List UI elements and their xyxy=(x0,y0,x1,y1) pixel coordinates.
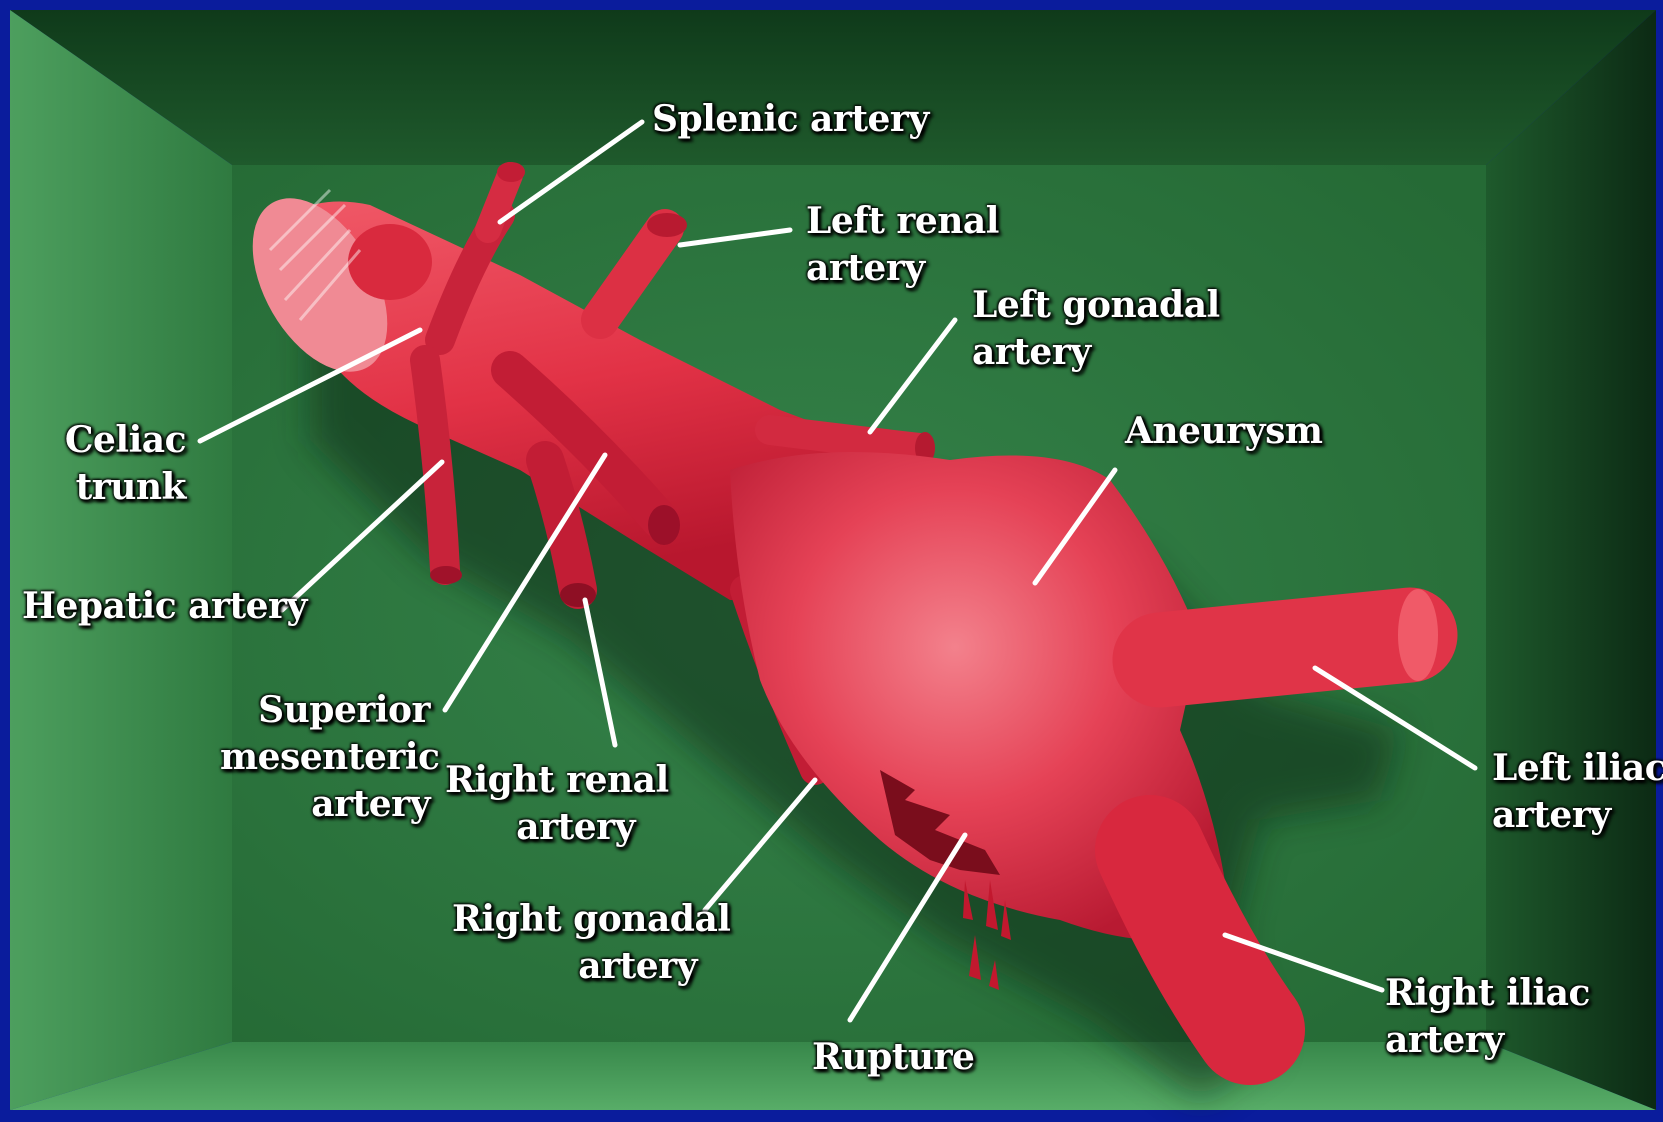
label-right-gonadal-artery: Right gonadal artery xyxy=(452,896,697,990)
label-left-gonadal-artery: Left gonadal artery xyxy=(972,282,1220,376)
label-sma-line2: mesenteric xyxy=(220,734,430,781)
label-hepatic-artery-line1: Hepatic artery xyxy=(22,583,307,630)
label-sma-line1: Superior xyxy=(220,687,430,734)
label-sma-line3: artery xyxy=(220,781,430,828)
label-hepatic-artery: Hepatic artery xyxy=(22,583,307,630)
label-left-renal-artery: Left renal artery xyxy=(806,198,999,292)
label-splenic-artery-line1: Splenic artery xyxy=(652,96,929,143)
label-left-gonadal-artery-line1: Left gonadal xyxy=(972,282,1220,329)
label-right-iliac-artery-line1: Right iliac xyxy=(1385,970,1590,1017)
label-left-iliac-artery-line1: Left iliac xyxy=(1492,745,1663,792)
label-superior-mesenteric-artery: Superior mesenteric artery xyxy=(220,687,430,828)
label-celiac-trunk: Celiac trunk xyxy=(58,417,186,511)
label-rupture-line1: Rupture xyxy=(812,1034,974,1081)
label-left-renal-artery-line1: Left renal xyxy=(806,198,999,245)
label-right-renal-artery: Right renal artery xyxy=(445,757,635,851)
label-rupture: Rupture xyxy=(812,1034,974,1081)
label-left-gonadal-artery-line2: artery xyxy=(972,329,1220,376)
label-aneurysm: Aneurysm xyxy=(1125,408,1322,455)
label-right-renal-artery-line1: Right renal xyxy=(445,757,635,804)
label-right-gonadal-artery-line1: Right gonadal xyxy=(452,896,697,943)
label-aneurysm-line1: Aneurysm xyxy=(1125,408,1322,455)
label-right-gonadal-artery-line2: artery xyxy=(452,943,697,990)
label-left-renal-artery-line2: artery xyxy=(806,245,999,292)
label-left-iliac-artery: Left iliac artery xyxy=(1492,745,1663,839)
label-right-iliac-artery: Right iliac artery xyxy=(1385,970,1590,1064)
label-left-iliac-artery-line2: artery xyxy=(1492,792,1663,839)
label-splenic-artery: Splenic artery xyxy=(652,96,929,143)
label-right-renal-artery-line2: artery xyxy=(445,804,635,851)
label-celiac-trunk-line1: Celiac xyxy=(58,417,186,464)
label-celiac-trunk-line2: trunk xyxy=(58,464,186,511)
label-right-iliac-artery-line2: artery xyxy=(1385,1017,1590,1064)
